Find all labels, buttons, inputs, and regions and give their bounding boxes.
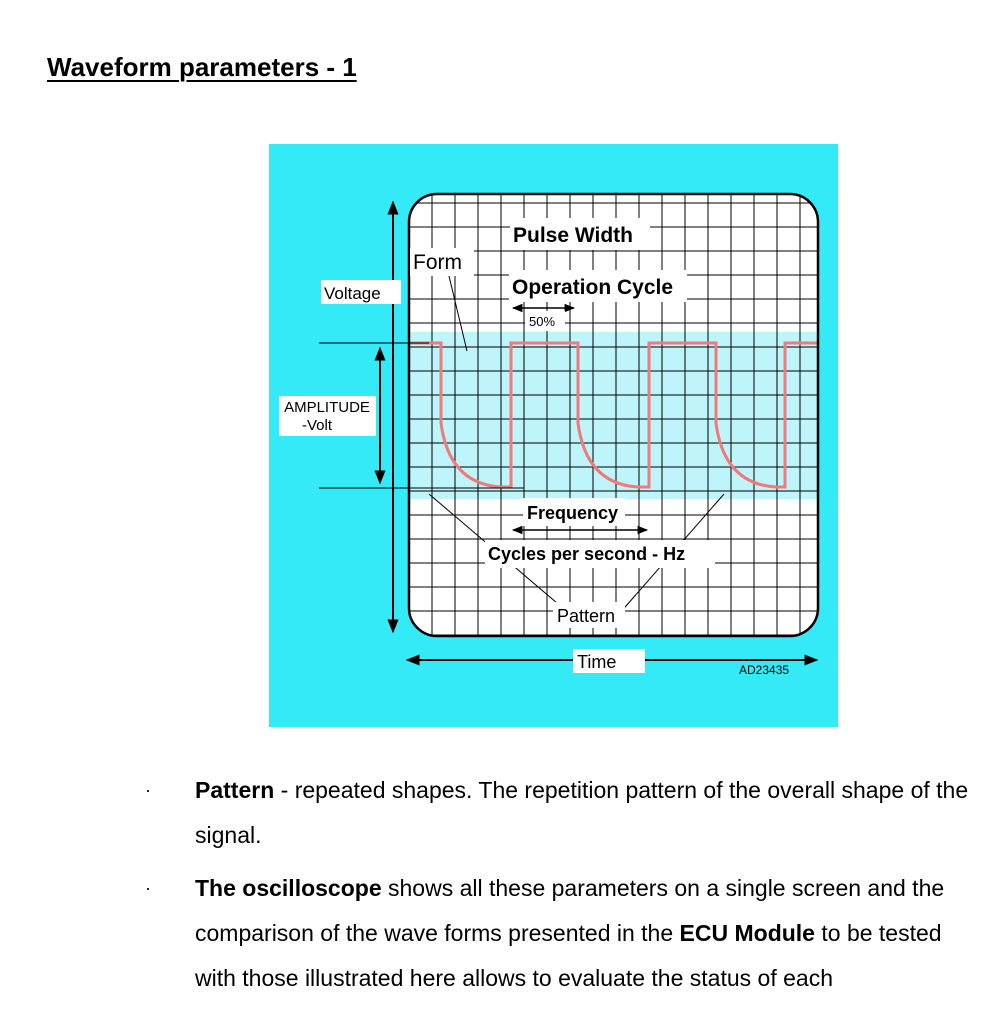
bullet-item-pattern: · Pattern - repeated shapes. The repetit… [140, 768, 980, 858]
time-label-box [573, 649, 645, 673]
waveform-trace [409, 341, 818, 489]
bullet-term-oscilloscope: The oscilloscope [195, 875, 382, 901]
bullet-term-ecu-module: ECU Module [679, 920, 815, 946]
cycles-label-box [485, 540, 715, 568]
scope-bezel [407, 192, 820, 638]
pulse-width-label: Pulse Width [513, 224, 633, 247]
bullet-dot: · [145, 878, 151, 898]
bullet-dot: · [145, 780, 151, 800]
oscilloscope-diagram: Voltage Form Pulse Width Operation Cycle… [269, 144, 838, 727]
bullet-text: - repeated shapes. The repetition patter… [195, 777, 969, 848]
bullet-list: · Pattern - repeated shapes. The repetit… [140, 768, 980, 1009]
bullet-text: shows all these parameters on a single s… [195, 875, 945, 946]
bullet-text: to be tested with those illustrated here… [195, 920, 942, 991]
amplitude-band [409, 332, 818, 499]
pattern-label: Pattern [557, 606, 615, 626]
bullet-term-pattern: Pattern [195, 777, 275, 803]
amplitude-label-box [279, 396, 376, 436]
form-label: Form [413, 251, 462, 274]
time-label: Time [577, 652, 616, 672]
voltage-label-box [321, 280, 401, 304]
operation-cycle-label: Operation Cycle [512, 276, 673, 299]
duty-label-box [525, 311, 565, 331]
form-label-box [410, 248, 474, 276]
amplitude-unit-label: -Volt [302, 417, 333, 434]
bullet-item-oscilloscope: · The oscilloscope shows all these param… [140, 866, 980, 1001]
cycles-label: Cycles per second - Hz [488, 544, 685, 564]
frequency-label-box [523, 498, 625, 526]
operation-cycle-label-box [509, 270, 687, 302]
voltage-label: Voltage [324, 284, 381, 303]
pattern-label-box [553, 602, 625, 628]
page-title: Waveform parameters - 1 [47, 52, 357, 82]
frequency-label: Frequency [527, 503, 618, 523]
oscilloscope-svg: Voltage Form Pulse Width Operation Cycle… [269, 144, 838, 727]
figure-code-label: AD23435 [739, 663, 789, 677]
amplitude-label: AMPLITUDE [284, 399, 370, 416]
form-pointer-line [448, 275, 468, 352]
duty-label: 50% [529, 314, 555, 329]
pulse-width-label-box [510, 218, 650, 250]
